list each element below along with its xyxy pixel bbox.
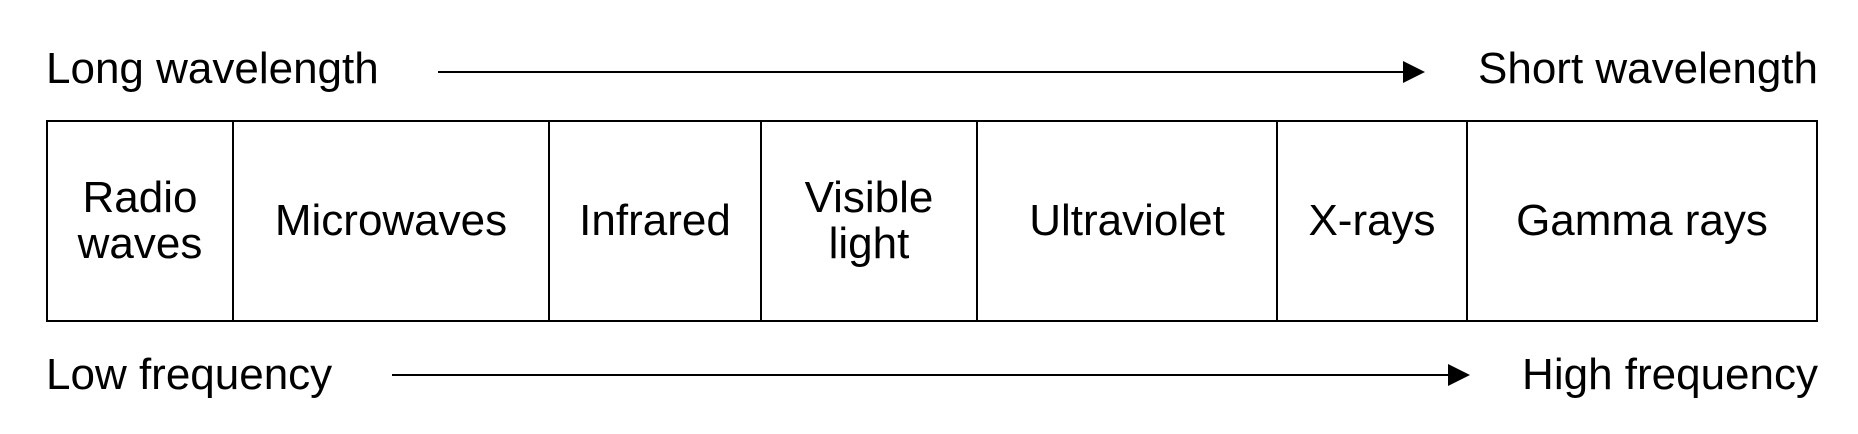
band-visible-light: Visible light (762, 122, 978, 320)
band-label: Ultraviolet (1029, 195, 1225, 245)
band-x-rays: X-rays (1278, 122, 1468, 320)
wavelength-arrowhead-icon (1403, 61, 1425, 83)
band-label-line2: waves (77, 219, 203, 268)
high-frequency-label: High frequency (1522, 350, 1818, 399)
band-ultraviolet: Ultraviolet (978, 122, 1278, 320)
band-label: X-rays (1308, 195, 1436, 245)
band-label-line1: Visible (804, 172, 934, 222)
band-infrared: Infrared (550, 122, 762, 320)
short-wavelength-label: Short wavelength (1478, 44, 1818, 93)
band-gamma-rays: Gamma rays (1468, 122, 1816, 320)
long-wavelength-label: Long wavelength (46, 44, 379, 93)
frequency-arrow (392, 364, 1470, 386)
band-label-line1: Radio (82, 172, 198, 222)
band-label: Microwaves (274, 195, 508, 245)
frequency-arrowhead-icon (1448, 364, 1470, 386)
band-radio-waves: Radio waves (48, 122, 234, 320)
band-microwaves: Microwaves (234, 122, 550, 320)
spectrum-table: Radio waves Microwaves Infrared Visible … (46, 120, 1818, 322)
wavelength-arrow (438, 61, 1425, 83)
low-frequency-label: Low frequency (46, 350, 333, 399)
band-label: Infrared (579, 195, 731, 245)
band-label: Gamma rays (1516, 195, 1768, 245)
band-label-line2: light (828, 219, 910, 268)
